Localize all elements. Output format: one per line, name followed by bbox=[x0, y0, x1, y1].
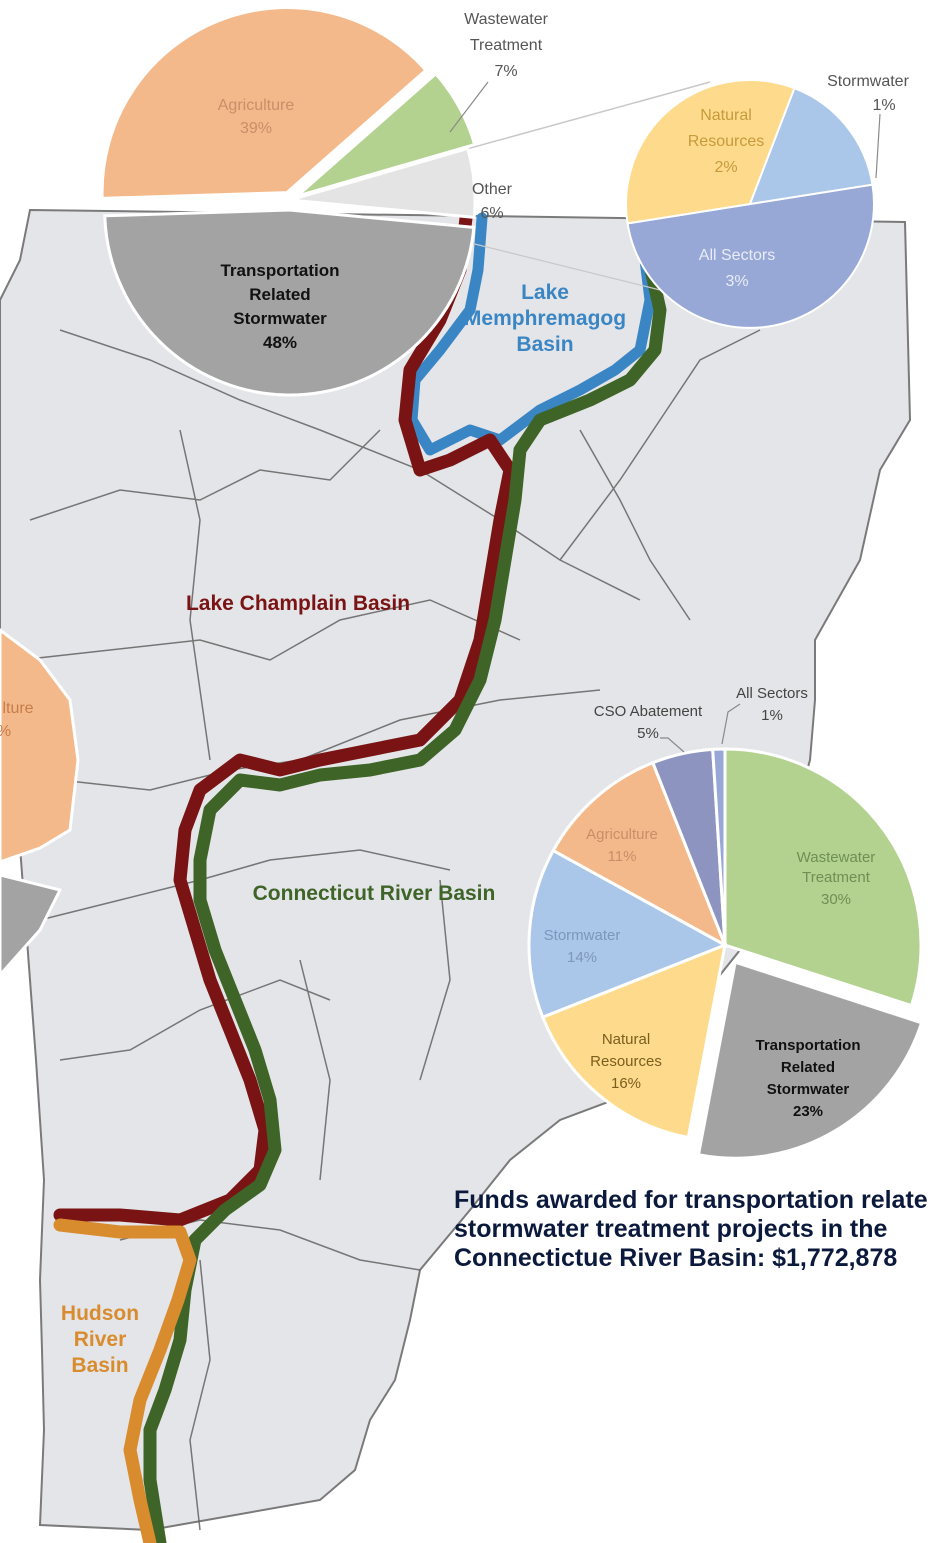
county-boundaries bbox=[19, 329, 761, 1531]
other-natres-label-2: Resources bbox=[688, 133, 764, 150]
ct-nr-label-2: Resources bbox=[590, 1053, 662, 1070]
ct-as-leader bbox=[721, 703, 741, 745]
hudson-label-1: Hudson bbox=[61, 1302, 139, 1325]
mem-wastewater-label-2: Treatment bbox=[470, 37, 543, 54]
ct-slice-transportation-related-stormwater bbox=[696, 960, 924, 1160]
connecticut-pie-labels: Wastewater Treatment 30% Transportation … bbox=[544, 685, 876, 1120]
memphremagog-boundary bbox=[406, 212, 656, 456]
ct-ag-label: Agriculture bbox=[586, 826, 658, 843]
other-allsec-label: All Sectors bbox=[699, 247, 775, 264]
mem-slice-wastewater-treatment bbox=[296, 71, 477, 198]
other-breakdown-pie bbox=[625, 79, 875, 329]
mem-slice-agriculture bbox=[100, 6, 428, 200]
other-breakdown-labels: Natural Resources 2% All Sectors 3% Stor… bbox=[688, 73, 910, 290]
hudson-label-2: River bbox=[74, 1328, 127, 1351]
champlain-boundary bbox=[53, 211, 517, 1227]
hudson-label-3: Basin bbox=[71, 1354, 128, 1377]
other-slice-stormwater bbox=[748, 86, 874, 206]
caption-line-2: stormwater treatment projects in the bbox=[454, 1215, 888, 1243]
ct-tr-label-1: Transportation bbox=[755, 1037, 860, 1054]
ct-cso-label: CSO Abatement bbox=[594, 703, 703, 720]
mem-transport-label-2: Related bbox=[249, 285, 310, 304]
connecticut-pie bbox=[527, 747, 924, 1160]
mem-transport-label-3: Stormwater bbox=[233, 309, 327, 328]
other-natres-label-1: Natural bbox=[700, 107, 752, 124]
mem-other-pct: 6% bbox=[480, 205, 503, 222]
mem-transport-label-1: Transportation bbox=[220, 261, 339, 280]
champlain-label: Lake Champlain Basin bbox=[186, 592, 410, 615]
ct-tr-label-3: Stormwater bbox=[767, 1081, 850, 1098]
funding-caption: Funds awarded for transportation relate … bbox=[454, 1186, 934, 1273]
ct-cso-pct: 5% bbox=[637, 725, 659, 742]
ct-slice-agriculture bbox=[551, 760, 728, 949]
ct-slice-all-sectors bbox=[711, 747, 727, 946]
ct-cso-leader bbox=[660, 737, 685, 753]
ct-sw-label: Stormwater bbox=[544, 927, 621, 944]
other-storm-label: Stormwater bbox=[827, 73, 909, 90]
basin-labels: Lake Memphremagog Basin Lake Champlain B… bbox=[61, 281, 626, 1377]
ct-as-pct: 1% bbox=[761, 707, 783, 724]
hudson-boundary bbox=[53, 1218, 197, 1543]
other-slice-natural-resources bbox=[625, 79, 796, 225]
ct-slice-natural-resources bbox=[540, 942, 727, 1140]
basin-divides bbox=[53, 211, 667, 1543]
other-allsec-pct: 3% bbox=[725, 273, 748, 290]
other-storm-leader bbox=[875, 113, 881, 179]
ct-slice-wastewater-treatment bbox=[723, 747, 923, 1008]
ct-nr-pct: 16% bbox=[611, 1075, 641, 1092]
caption-line-3: Connectictue River Basin: $1,772,878 bbox=[454, 1244, 898, 1272]
ct-ww-label-2: Treatment bbox=[802, 869, 871, 886]
memphremagog-label-3: Basin bbox=[516, 333, 573, 356]
ct-as-label: All Sectors bbox=[736, 685, 808, 702]
ct-slice-stormwater bbox=[527, 848, 729, 1020]
other-storm-pct: 1% bbox=[872, 97, 895, 114]
mem-agriculture-label: Agriculture bbox=[218, 97, 295, 114]
ct-ag-pct: 11% bbox=[608, 848, 637, 865]
ct-ww-label-1: Wastewater bbox=[797, 849, 876, 866]
champlain-transport-slice-partial bbox=[0, 873, 63, 978]
ct-tr-label-2: Related bbox=[781, 1059, 835, 1076]
ct-nr-label-1: Natural bbox=[602, 1031, 650, 1048]
mem-wastewater-leader bbox=[449, 81, 489, 133]
mem-wastewater-label-1: Wastewater bbox=[464, 11, 549, 28]
mem-slice-transportation-related-stormwater bbox=[103, 208, 476, 397]
memphremagog-label-1: Lake bbox=[521, 281, 569, 304]
ct-ww-pct: 30% bbox=[821, 891, 851, 908]
champlain-agriculture-pct-fragment: % bbox=[0, 723, 11, 740]
mem-agriculture-pct: 39% bbox=[240, 120, 272, 137]
other-slice-all-sectors bbox=[626, 183, 875, 329]
memphremagog-pie bbox=[100, 6, 477, 397]
other-natres-pct: 2% bbox=[714, 159, 737, 176]
ct-sw-pct: 14% bbox=[567, 949, 597, 966]
caption-line-1: Funds awarded for transportation relate bbox=[454, 1186, 928, 1214]
champlain-agriculture-label-fragment: lture bbox=[2, 700, 33, 717]
connecticut-label: Connecticut River Basin bbox=[253, 882, 496, 905]
champlain-agriculture-slice-partial bbox=[0, 628, 80, 864]
mem-other-label: Other bbox=[472, 181, 513, 198]
memphremagog-label-2: Memphremagog bbox=[464, 307, 626, 330]
champlain-pie-partial: lture % bbox=[0, 628, 80, 978]
mem-slice-other bbox=[289, 146, 477, 220]
mem-wastewater-pct: 7% bbox=[494, 63, 517, 80]
ct-tr-pct: 23% bbox=[793, 1103, 823, 1120]
mem-transport-pct: 48% bbox=[263, 333, 297, 352]
memphremagog-pie-labels: Agriculture 39% Transportation Related S… bbox=[218, 11, 549, 352]
